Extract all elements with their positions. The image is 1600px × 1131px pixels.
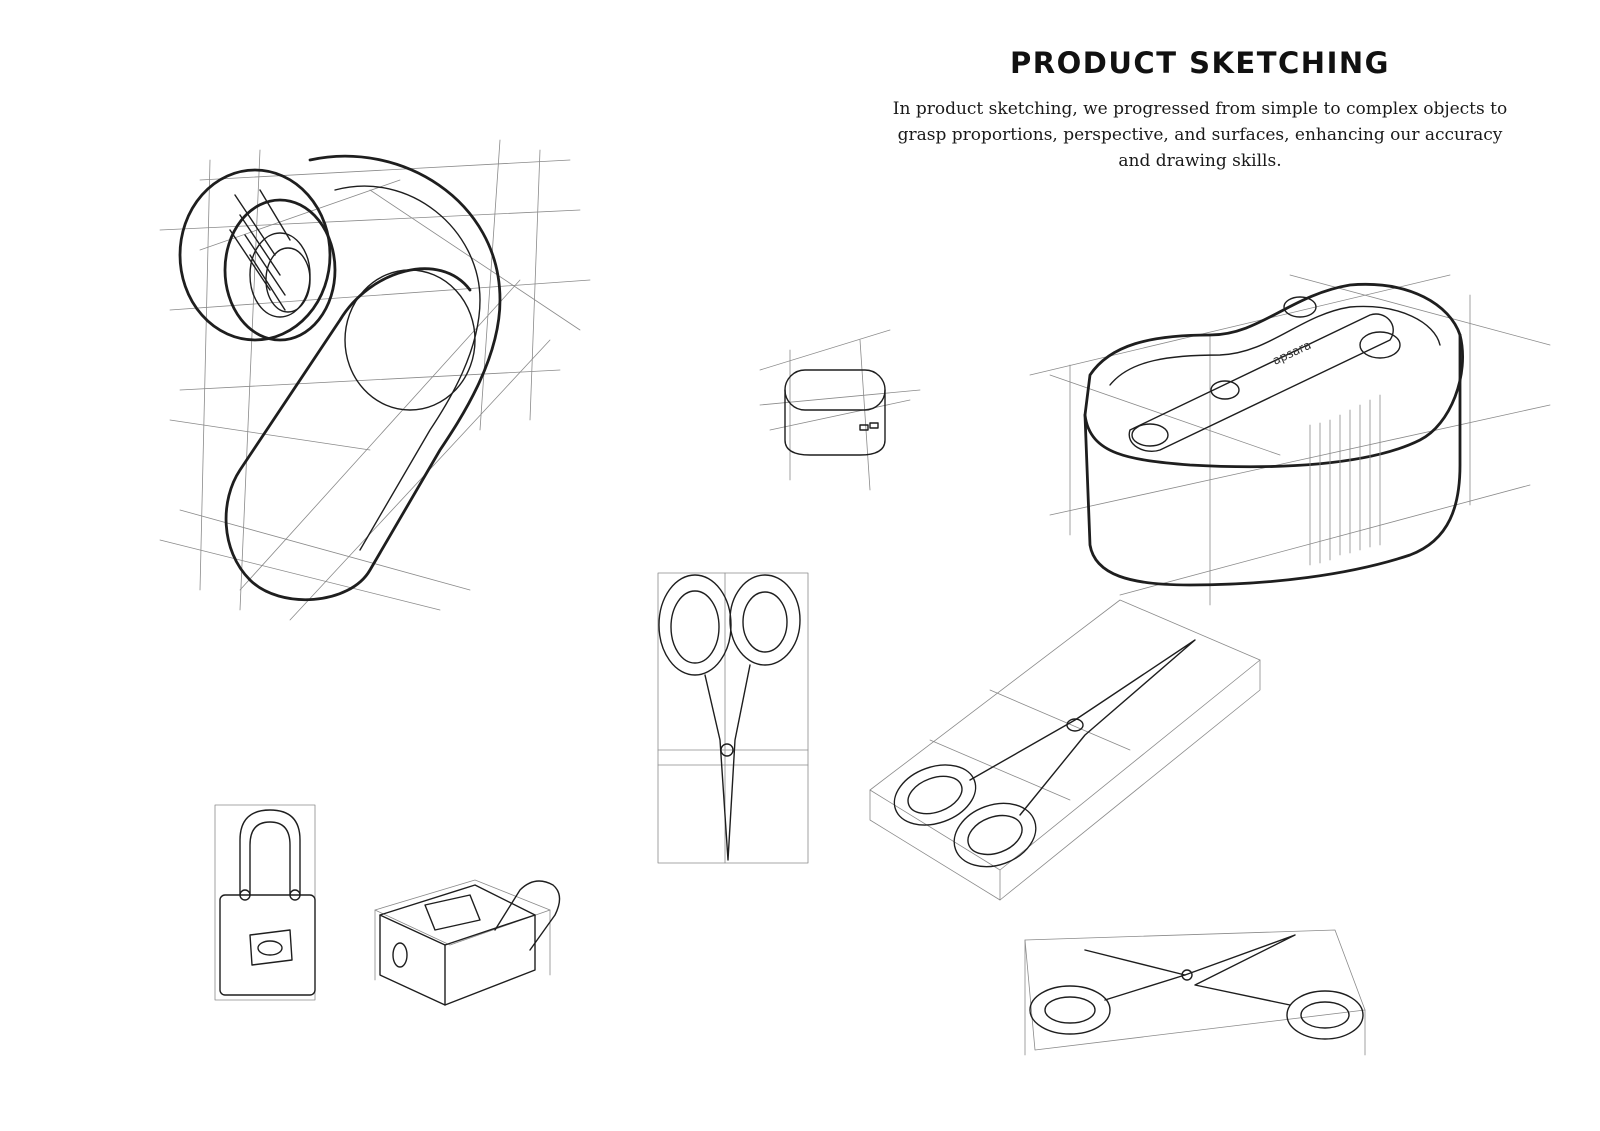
page-title: PRODUCT SKETCHING [1010,46,1390,80]
padlock-body [219,894,316,996]
scissors-perspective-sketch [869,599,1261,901]
dispenser-body [784,369,886,411]
scissor-left-handle [658,574,732,676]
box-top-outline [1083,282,1464,469]
brand-label: apsara [1270,338,1313,368]
box-bottom-outline [1083,333,1462,587]
padlock-side-body [379,884,536,1006]
tape-roll-outer [178,168,332,342]
dispenser-hole [344,269,476,411]
padlock-side-shackle [494,880,561,951]
scissor-handle-1 [893,764,977,826]
padlock-front-sketch [214,804,316,1001]
padlock-side-sketch [374,879,561,1006]
open-scissor-right-handle [1286,990,1364,1040]
scissors-front-sketch [657,572,809,864]
scissor-pivot [720,743,734,757]
scissor-right-handle [729,574,801,666]
padlock-shackle [239,809,301,896]
intro-paragraph: In product sketching, we progressed from… [892,99,1508,171]
construction-lines [159,139,591,621]
construction-lines [1029,274,1551,606]
scissor-handle-2 [953,802,1037,868]
sharpener-box-sketch: apsara [1029,274,1551,606]
dispenser-body-outline [224,154,502,602]
tape-roll-inner [223,198,337,342]
scissors-open-sketch [1024,929,1366,1056]
open-scissor-pivot [1181,969,1193,981]
tape-dispenser-large-sketch [159,139,591,621]
blade-plate [1128,313,1394,452]
tape-dispenser-small-sketch [759,329,921,491]
open-scissor-left-handle [1029,985,1111,1035]
